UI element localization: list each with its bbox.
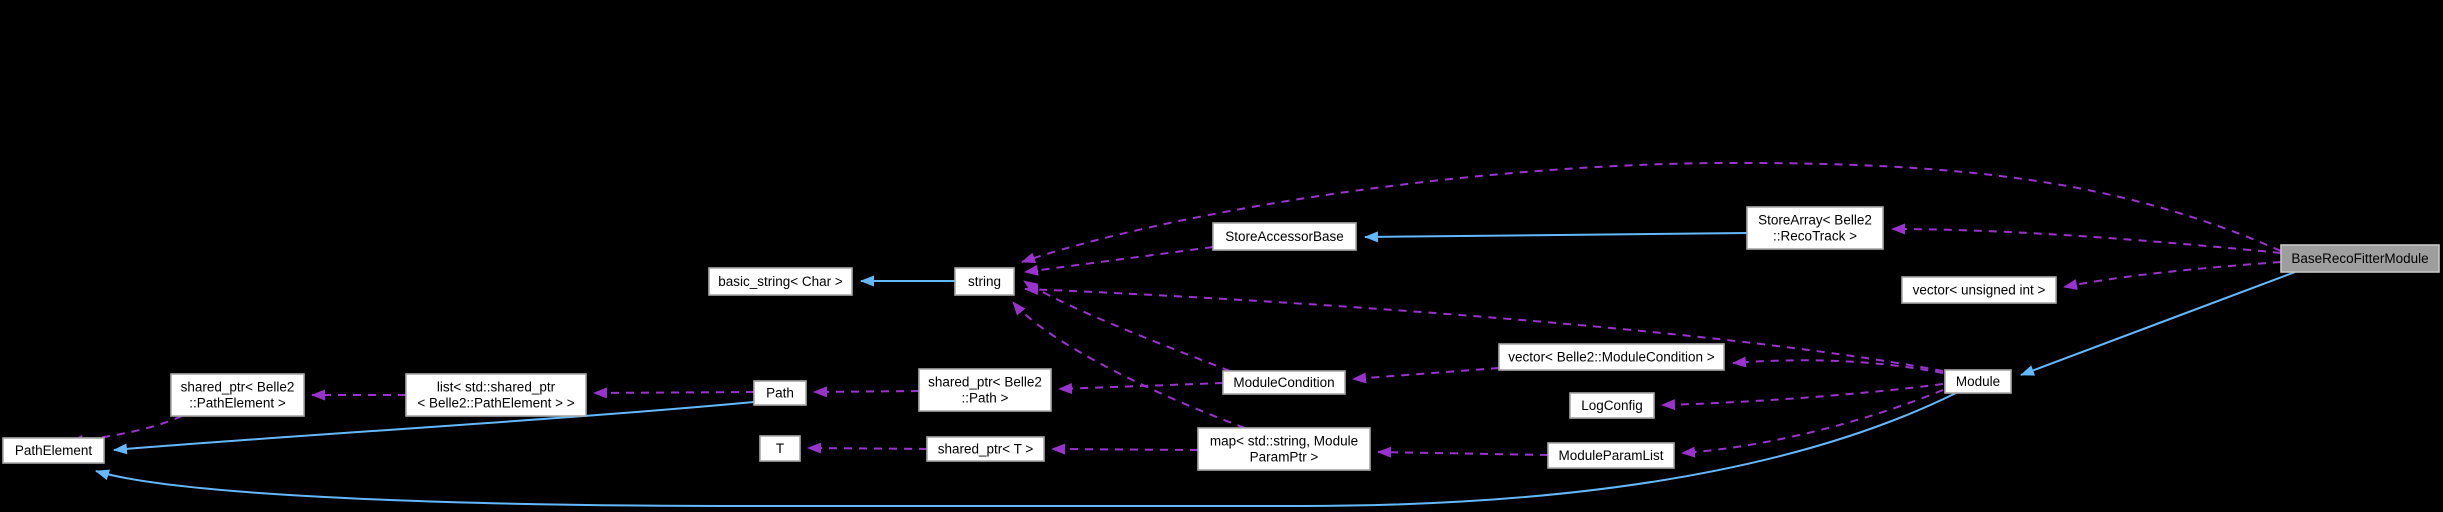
edge-store_array_recotrack--store_accessor_base	[1364, 231, 1748, 243]
node-box-log_config	[1569, 392, 1655, 419]
node-log_config[interactable]: LogConfig	[1569, 392, 1655, 419]
node-box-vector_unsigned_int	[1901, 276, 2057, 304]
node-box-path_element	[2, 437, 105, 464]
node-box-module	[1944, 369, 2012, 394]
node-module_param_list[interactable]: ModuleParamList	[1547, 442, 1675, 469]
node-label-vector_module_condition: vector< Belle2::ModuleCondition >	[1508, 350, 1714, 365]
node-shared_ptr_t[interactable]: shared_ptr< T >	[926, 436, 1045, 462]
edge-module_param_list--map_std_string_module_param_ptr	[1377, 446, 1549, 458]
edge-map_std_string_module_param_ptr--string	[1012, 301, 1246, 429]
node-box-module_condition	[1222, 370, 1346, 395]
node-vector_module_condition[interactable]: vector< Belle2::ModuleCondition >	[1498, 343, 1725, 371]
node-module[interactable]: Module	[1944, 369, 2012, 394]
edge-path--list_shared_ptr_path_element	[593, 387, 755, 399]
node-box-store_array_recotrack	[1746, 206, 1884, 250]
edge-module_condition--shared_ptr_belle2_path	[1058, 382, 1224, 395]
edge-vector_module_condition--module_condition	[1352, 367, 1500, 384]
node-box-base_reco_fitter_module	[2280, 244, 2440, 273]
node-path_element[interactable]: PathElement	[2, 437, 105, 464]
node-label-basic_string_char: basic_string< Char >	[718, 274, 843, 289]
edge-shared_ptr_t--t	[807, 442, 928, 454]
node-label-vector_unsigned_int: vector< unsigned int >	[1913, 283, 2046, 298]
node-shared_ptr_path_element[interactable]: shared_ptr< Belle2::PathElement >	[170, 373, 305, 417]
node-label-shared_ptr_t: shared_ptr< T >	[938, 442, 1034, 457]
node-label-store_accessor_base: StoreAccessorBase	[1225, 229, 1344, 244]
node-basic_string_char[interactable]: basic_string< Char >	[708, 267, 853, 296]
edge-module--log_config	[1661, 383, 1944, 411]
node-list_shared_ptr_path_element[interactable]: list< std::shared_ptr< Belle2::PathEleme…	[405, 373, 587, 417]
node-base_reco_fitter_module[interactable]: BaseRecoFitterModule	[2280, 244, 2440, 273]
edge-module--path_element	[95, 392, 1957, 507]
node-box-list_shared_ptr_path_element	[405, 373, 587, 417]
edge-module--string	[1024, 284, 1944, 372]
edge-module_condition--string	[1023, 280, 1231, 372]
edge-module--module_param_list	[1681, 389, 1944, 458]
node-store_array_recotrack[interactable]: StoreArray< Belle2::RecoTrack >	[1746, 206, 1884, 250]
node-label-base_reco_fitter_module: BaseRecoFitterModule	[2291, 251, 2428, 266]
node-label-list_shared_ptr_path_element: list< std::shared_ptr< Belle2::PathEleme…	[417, 380, 574, 411]
edges-layer	[69, 161, 2296, 507]
node-label-path: Path	[766, 386, 794, 401]
edge-base_reco_fitter_module--vector_unsigned_int	[2063, 261, 2282, 290]
node-label-log_config: LogConfig	[1581, 398, 1643, 413]
edge-base_reco_fitter_module--store_array_recotrack	[1891, 223, 2282, 254]
node-label-shared_ptr_belle2_path: shared_ptr< Belle2::Path >	[928, 375, 1042, 406]
node-store_accessor_base[interactable]: StoreAccessorBase	[1212, 222, 1357, 251]
node-label-string: string	[968, 274, 1001, 289]
node-box-shared_ptr_path_element	[170, 373, 305, 417]
node-box-shared_ptr_t	[926, 436, 1045, 462]
node-box-string	[954, 267, 1015, 296]
node-label-store_array_recotrack: StoreArray< Belle2::RecoTrack >	[1758, 213, 1872, 244]
node-vector_unsigned_int[interactable]: vector< unsigned int >	[1901, 276, 2057, 304]
node-label-t: T	[776, 441, 784, 456]
node-box-shared_ptr_belle2_path	[918, 368, 1052, 412]
node-label-module: Module	[1956, 374, 2000, 389]
node-label-module_condition: ModuleCondition	[1233, 375, 1334, 390]
node-label-shared_ptr_path_element: shared_ptr< Belle2::PathElement >	[181, 380, 295, 411]
edge-map_std_string_module_param_ptr--shared_ptr_t	[1051, 443, 1199, 455]
node-box-t	[759, 435, 801, 462]
edge-base_reco_fitter_module--module	[2020, 271, 2296, 376]
node-label-module_param_list: ModuleParamList	[1558, 448, 1663, 463]
node-box-vector_module_condition	[1498, 343, 1725, 371]
edge-module--vector_module_condition	[1732, 356, 1944, 374]
node-label-path_element: PathElement	[15, 443, 93, 458]
edge-shared_ptr_belle2_path--path	[813, 386, 920, 398]
node-box-path	[753, 380, 807, 406]
edge-store_accessor_base--string	[1024, 246, 1214, 276]
node-box-map_std_string_module_param_ptr	[1197, 427, 1371, 471]
node-box-basic_string_char	[708, 267, 853, 296]
node-t[interactable]: T	[759, 435, 801, 462]
node-module_condition[interactable]: ModuleCondition	[1222, 370, 1346, 395]
edge-base_reco_fitter_module--string	[1021, 161, 2282, 264]
node-path[interactable]: Path	[753, 380, 807, 406]
node-string[interactable]: string	[954, 267, 1015, 296]
node-shared_ptr_belle2_path[interactable]: shared_ptr< Belle2::Path >	[918, 368, 1052, 412]
node-box-store_accessor_base	[1212, 222, 1357, 251]
edge-path--path_element	[113, 401, 755, 455]
node-box-module_param_list	[1547, 442, 1675, 469]
nodes-layer: basic_string< Char > string StoreAccessorB…	[2, 206, 2440, 471]
